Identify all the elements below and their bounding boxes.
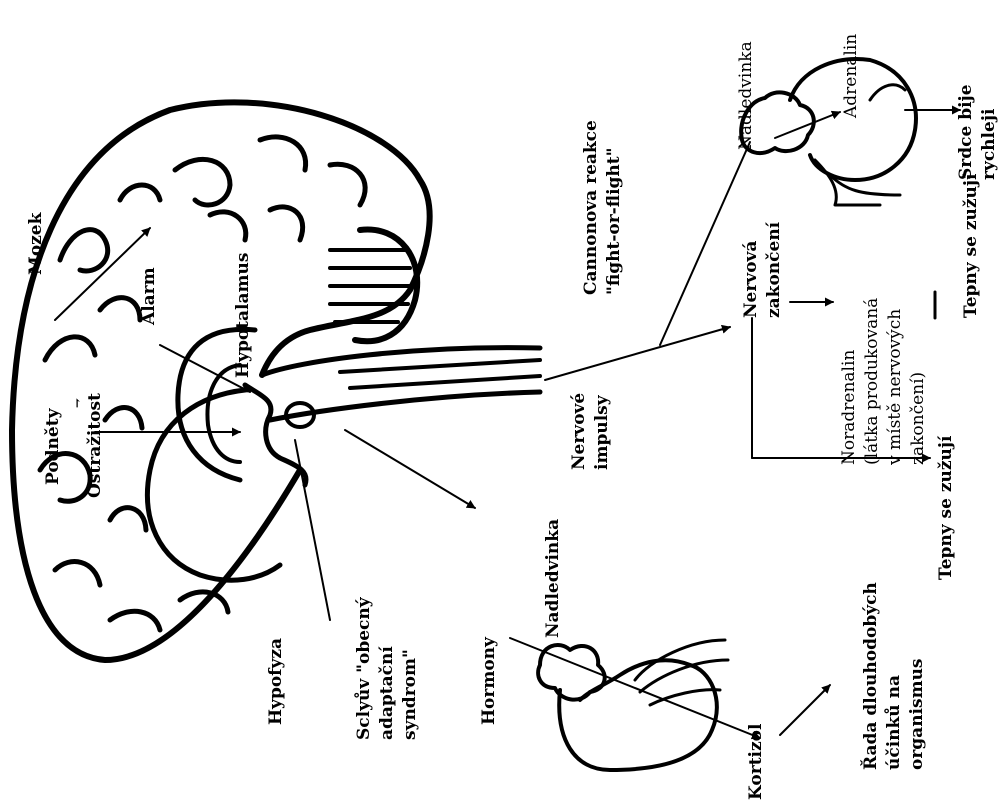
label-tepny-right: Tepny se zužují: [960, 174, 983, 319]
inner-ventricle: [207, 365, 240, 462]
brain-inner-fold: [147, 390, 280, 580]
kidney-adrenal-bottom: [538, 640, 728, 770]
label-ostrazitost: Ostražitost: [84, 393, 107, 498]
label-hypofyza: Hypofyza: [265, 638, 288, 725]
label-nervova-zakonceni: Nervová zakončení: [740, 222, 786, 318]
arrow-impulsy-to-zakonceni: [545, 327, 730, 380]
line-hypofyza: [295, 440, 330, 620]
label-kortizol: Kortizol: [745, 724, 768, 800]
label-srdce: Srdce bije rychleji: [955, 84, 1001, 180]
label-noradrenalin: Noradrenalin (látka produkovaná v místě …: [838, 298, 930, 465]
label-adrenalin: Adrenalin: [840, 34, 863, 118]
label-mozek: Mozek: [25, 213, 48, 275]
label-nadledvinka-bottom: Nadledvinka: [542, 519, 565, 638]
label-nadledvinka-top: Nadledvinka: [735, 41, 758, 150]
label-hormony: Hormony: [478, 637, 501, 725]
arrow-kortizol-to-rada: [780, 685, 830, 735]
label-tepny-left: Tepny se zužují: [935, 436, 958, 581]
label-cannon: Cannonova reakce "fight-or-flight": [580, 120, 626, 295]
brain-drawing: [12, 102, 540, 660]
label-nervove-impulsy: Nervové impulsy: [568, 393, 614, 470]
label-selye: Sclyův "obecný adaptační syndrom": [353, 597, 422, 740]
line-to-nadledvinka-top: [660, 142, 750, 345]
label-alarm: Alarm: [138, 267, 161, 325]
arrow-to-hormony: [345, 430, 475, 508]
connectors: [55, 110, 960, 738]
label-rada: Řada dlouhodobých účinků na organismus: [860, 582, 929, 770]
label-podnety: Podněty: [42, 409, 65, 485]
label-hypotalamus: Hypotalamus: [232, 253, 255, 378]
kidney-adrenal-top: [741, 59, 916, 205]
